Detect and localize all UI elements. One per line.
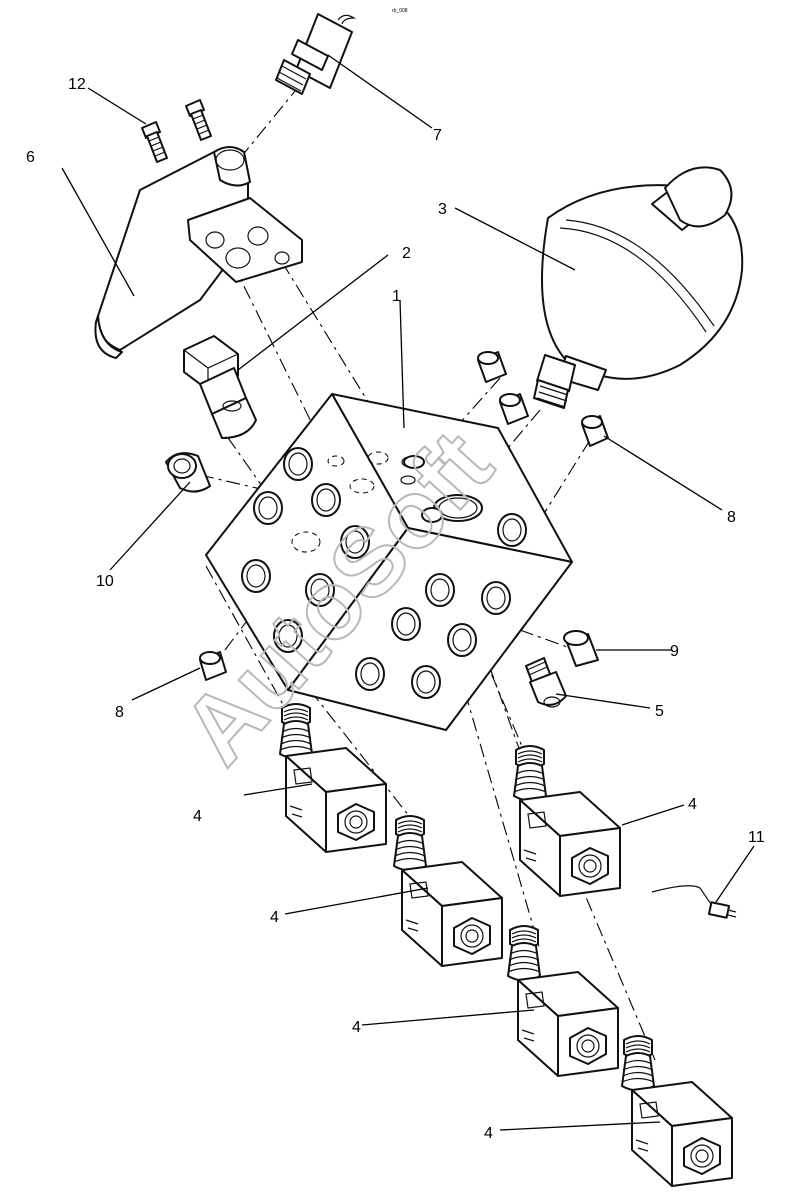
callout-4e: 4 <box>484 1125 493 1142</box>
callout-10: 10 <box>96 573 114 590</box>
hydraulic-accumulator <box>533 166 744 409</box>
callout-4b: 4 <box>688 796 697 813</box>
callout-3: 3 <box>438 201 447 218</box>
leader-lines <box>61 54 755 1131</box>
corner-code: rb_008 <box>392 8 408 14</box>
callout-1: 1 <box>392 288 401 305</box>
check-valve-cartridge <box>183 335 257 439</box>
flanged-valve-body <box>94 146 303 359</box>
callout-9: 9 <box>670 643 679 660</box>
callout-4c: 4 <box>270 909 279 926</box>
port-plugs <box>165 351 609 708</box>
pressure-switch <box>275 13 357 95</box>
callout-6: 6 <box>26 149 35 166</box>
callout-8a: 8 <box>727 509 736 526</box>
callout-2: 2 <box>402 245 411 262</box>
mounting-screws <box>141 99 212 163</box>
callout-8b: 8 <box>115 704 124 721</box>
callout-4a: 4 <box>193 808 202 825</box>
solenoid-valves <box>279 703 733 1187</box>
callout-12: 12 <box>68 76 86 93</box>
callout-7: 7 <box>433 127 442 144</box>
callout-5: 5 <box>655 703 664 720</box>
manifold-block <box>205 393 573 731</box>
callout-11: 11 <box>748 829 765 846</box>
callout-4d: 4 <box>352 1019 361 1036</box>
callout-labels: 1 2 3 4 4 4 4 4 5 6 7 8 8 9 10 11 12 <box>26 76 765 1142</box>
connector-lead <box>651 885 737 919</box>
